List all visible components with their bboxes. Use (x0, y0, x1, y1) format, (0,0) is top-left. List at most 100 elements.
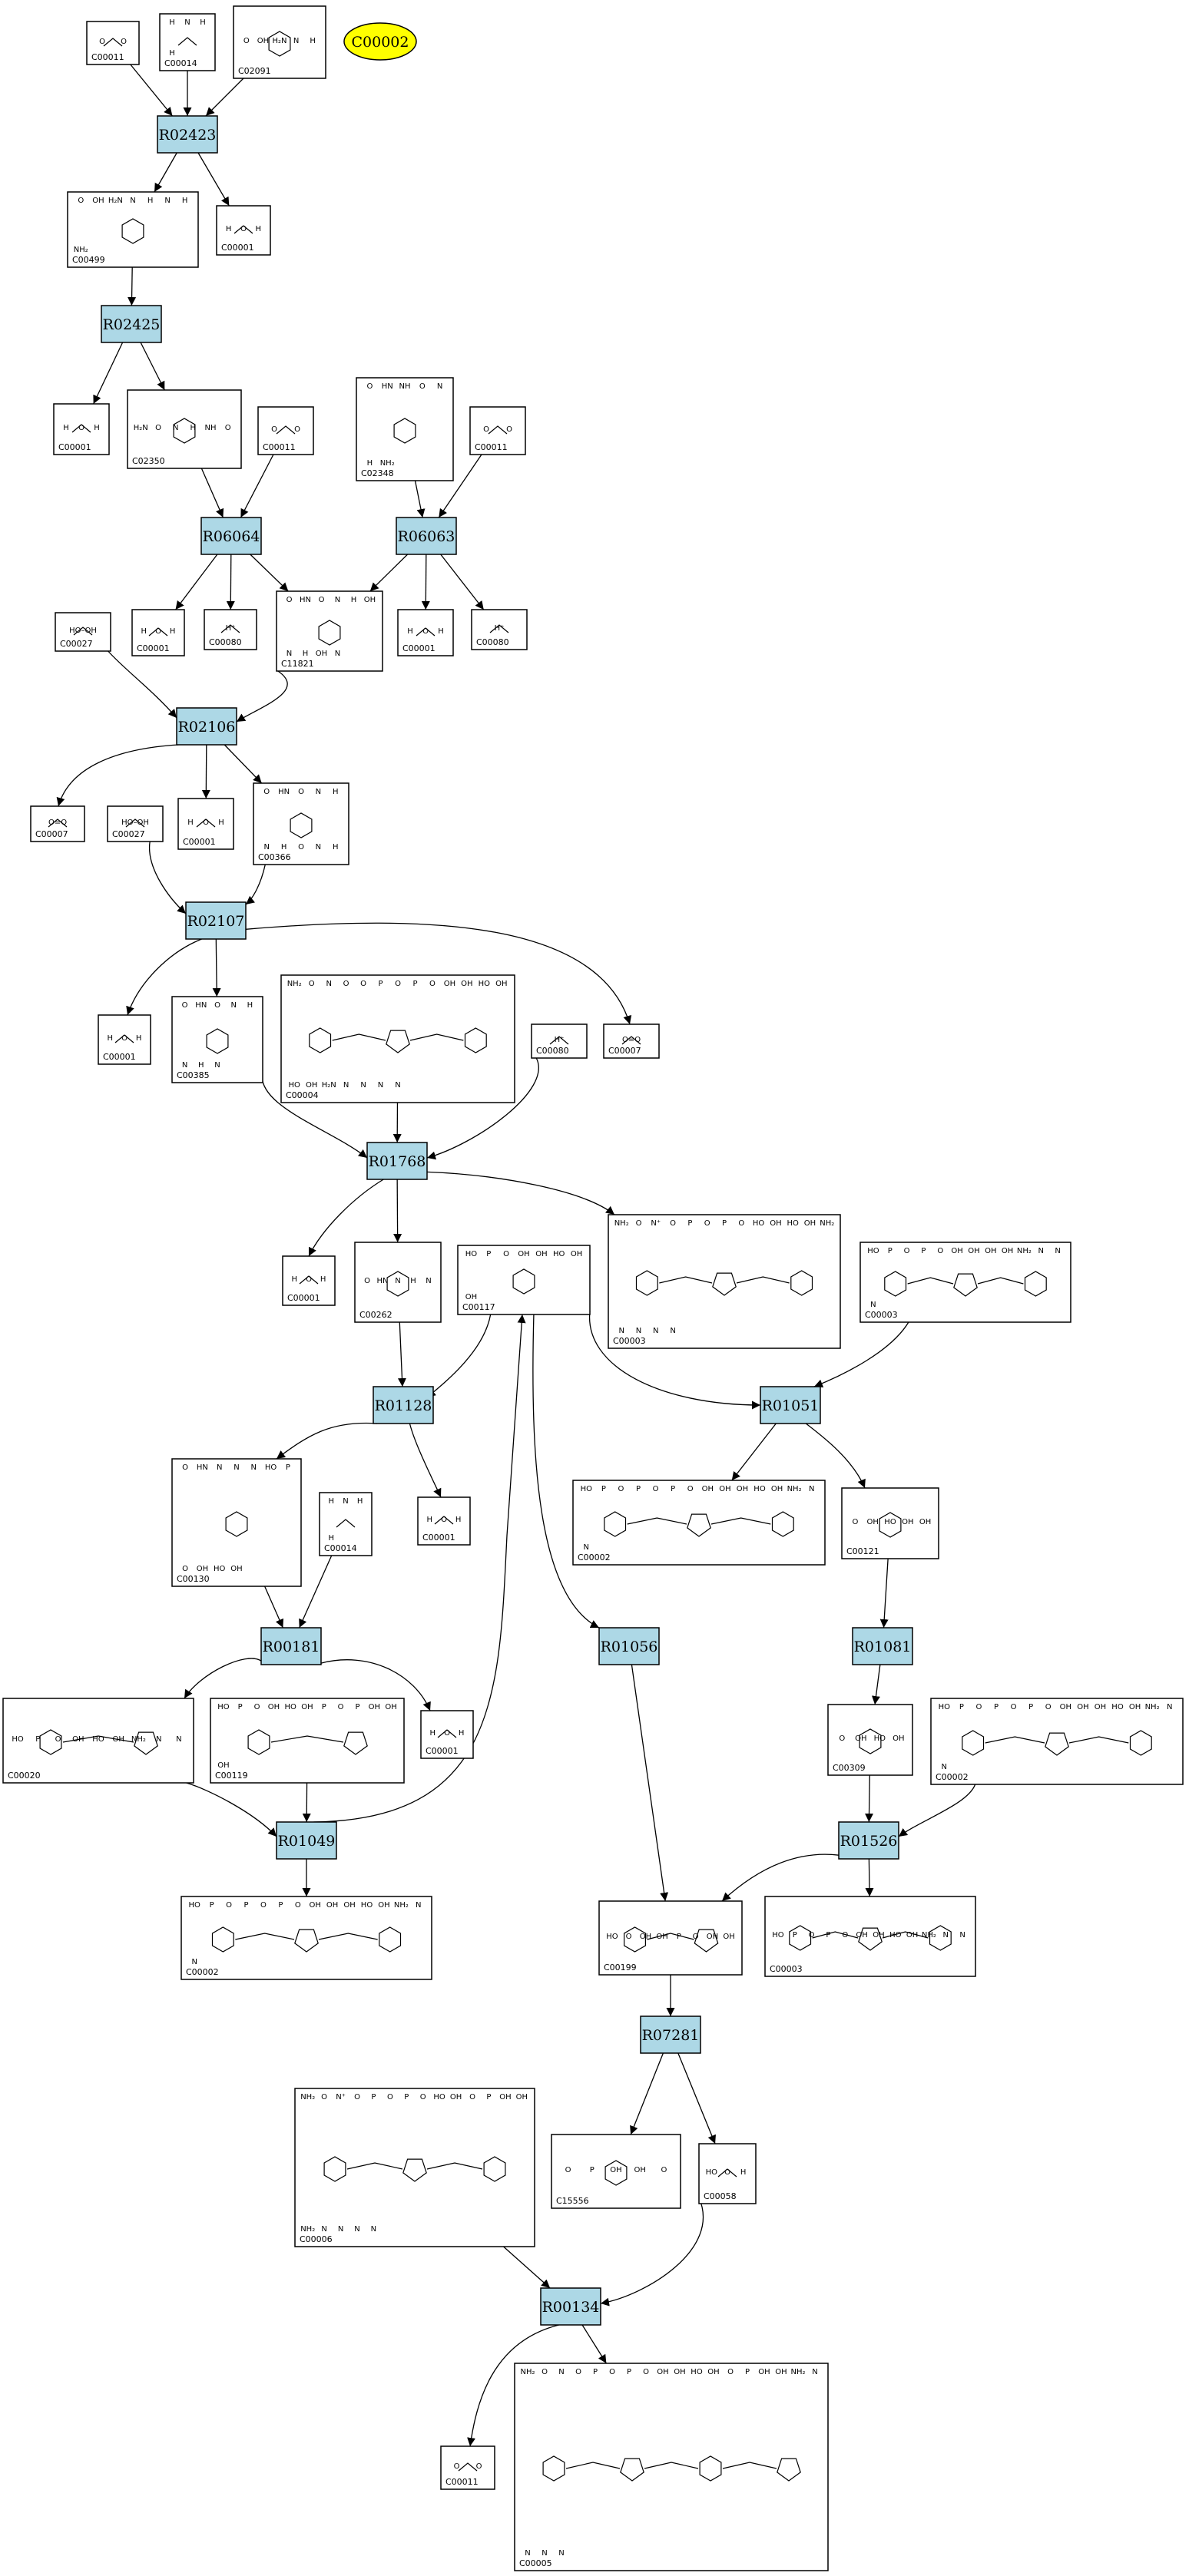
edge-r06063-c00080_b (440, 554, 485, 610)
atom-label: O (429, 980, 436, 988)
reaction-r01051[interactable]: R01051 (760, 1386, 821, 1424)
ring (687, 1513, 711, 1537)
edge-r02425-c00001_b (93, 342, 124, 405)
reaction-r02423[interactable]: R02423 (157, 115, 218, 154)
reaction-r07281[interactable]: R07281 (640, 2015, 701, 2054)
atom-label: P (35, 1735, 40, 1744)
atom-label: O (724, 2168, 730, 2177)
compound-box (171, 996, 263, 1083)
reaction-label: R01051 (762, 1397, 820, 1414)
compound-box (276, 590, 383, 672)
compound-c00080_c[interactable]: H⁺C00080 (531, 1023, 588, 1059)
atom-label: P (601, 1485, 606, 1493)
edge-r01081-c00309 (872, 1664, 881, 1705)
atom-label: OH (343, 1901, 355, 1910)
reaction-r02425[interactable]: R02425 (101, 305, 162, 343)
edge-c_tl_11-r02423 (130, 64, 173, 117)
edge-r06063-c11821 (369, 554, 409, 592)
atom-label: O (575, 2368, 581, 2376)
compound-c00080_a[interactable]: H⁺C00080 (204, 609, 257, 650)
reaction-r01768[interactable]: R01768 (366, 1142, 428, 1180)
atom-label: O (704, 1219, 710, 1228)
compound-label: C02091 (238, 66, 271, 76)
atom-label: H (333, 843, 339, 852)
edge-r01051-c00121 (805, 1423, 866, 1489)
reaction-r06063[interactable]: R06063 (396, 517, 457, 555)
atom-label: P (826, 1931, 830, 1939)
atom-label: O (155, 424, 161, 432)
bond (882, 1931, 929, 1939)
highlight-compound[interactable]: C00002 (343, 22, 417, 61)
compound-box (294, 2088, 535, 2247)
reaction-r02106[interactable]: R02106 (176, 707, 237, 746)
reaction-r06064[interactable]: R06064 (200, 517, 262, 555)
atom-label: N (378, 1081, 383, 1090)
bond (276, 425, 296, 435)
edge-c02348-r06063 (414, 480, 426, 518)
compound-label: C00007 (608, 1046, 641, 1056)
atom-label: O (609, 2368, 615, 2376)
compound-c00080_b[interactable]: H⁺C00080 (471, 609, 528, 650)
reaction-r00181[interactable]: R00181 (260, 1627, 322, 1665)
reaction-r00134[interactable]: R00134 (540, 2287, 601, 2326)
edge-r01056-c00199 (631, 1664, 669, 1902)
reaction-r01056[interactable]: R01056 (598, 1627, 660, 1665)
reaction-r01128[interactable]: R01128 (373, 1386, 434, 1424)
reaction-r02107[interactable]: R02107 (185, 901, 247, 940)
reaction-r01526[interactable]: R01526 (838, 1821, 899, 1860)
reaction-r01081[interactable]: R01081 (852, 1627, 913, 1665)
atom-label: O (121, 38, 127, 46)
atom-label: H (357, 1497, 363, 1506)
ring (771, 1511, 794, 1537)
atom-label: N⁺ (336, 2093, 346, 2101)
ring (542, 2455, 565, 2482)
reaction-r01049[interactable]: R01049 (276, 1821, 337, 1860)
structure-sketch: HO–OH (121, 818, 149, 828)
